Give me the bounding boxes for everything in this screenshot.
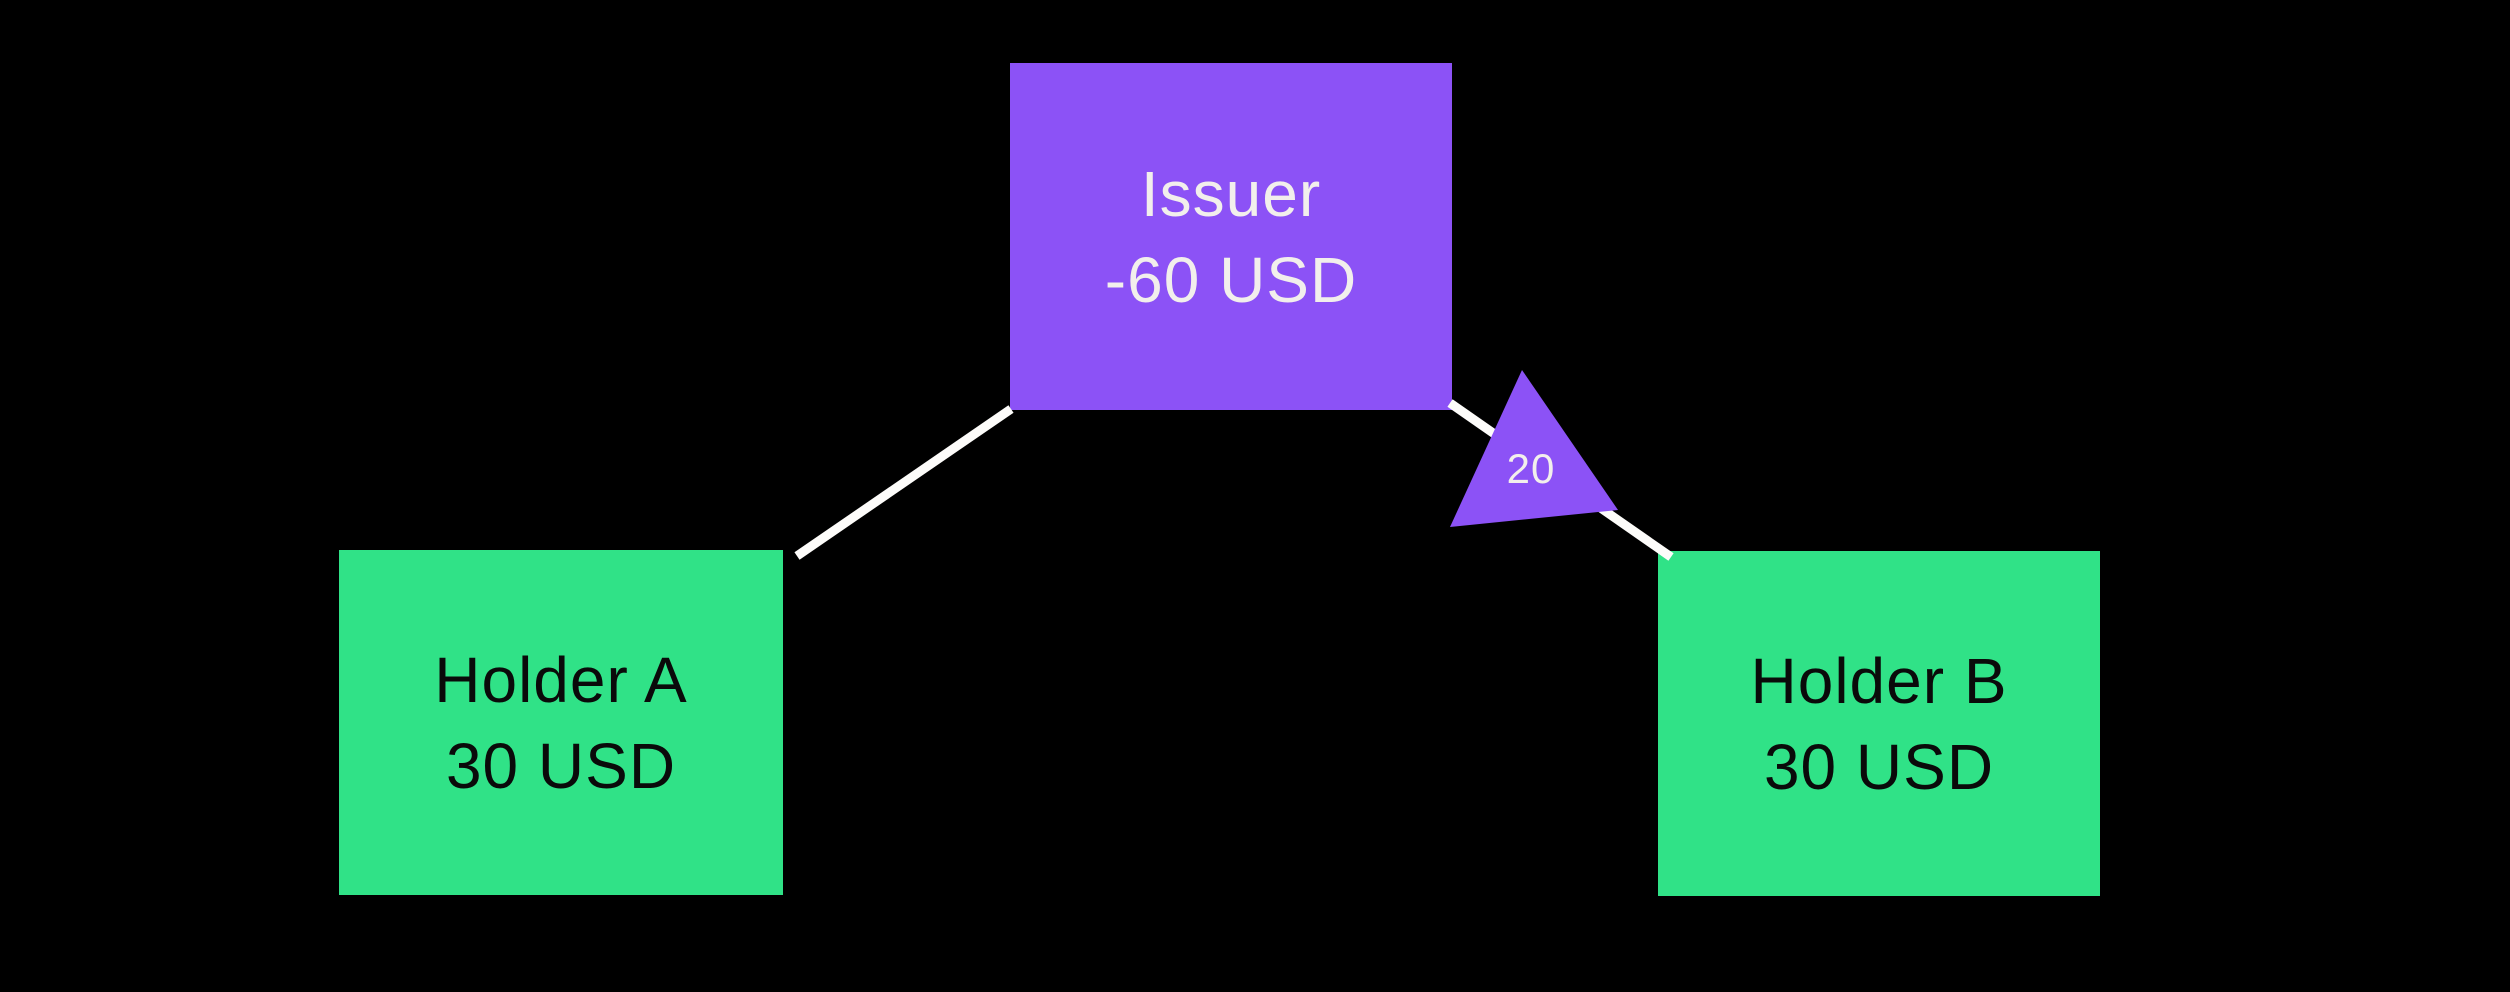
node-issuer-name: Issuer <box>1140 157 1322 230</box>
node-holder-b: Holder B 30 USD <box>1658 551 2100 896</box>
node-issuer-amount: -60 USD <box>1104 243 1358 316</box>
edge-amount-label: 20 <box>1506 445 1556 492</box>
amount-marker-triangle <box>1450 370 1618 527</box>
node-holder-a-name: Holder A <box>434 643 688 716</box>
node-holder-b-name: Holder B <box>1750 644 2008 717</box>
edge-issuer-holder-a <box>794 405 1014 560</box>
node-holder-a-amount: 30 USD <box>445 729 677 802</box>
node-holder-a: Holder A 30 USD <box>339 550 783 895</box>
node-issuer: Issuer -60 USD <box>1010 63 1452 410</box>
node-holder-b-amount: 30 USD <box>1763 730 1995 803</box>
